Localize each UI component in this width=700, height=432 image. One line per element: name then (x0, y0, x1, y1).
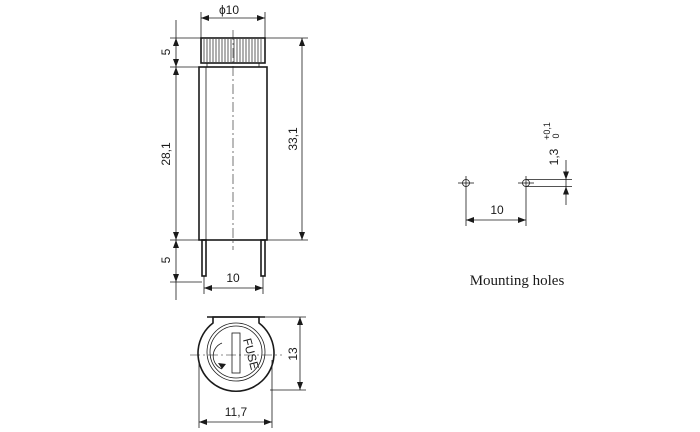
front-extension-bottom (198, 360, 273, 428)
extension-lines-left (170, 37, 202, 283)
front-outline (197, 316, 275, 392)
total-height-label: 33,1 (286, 127, 300, 151)
hole-diameter-arrows (563, 171, 569, 195)
pin-length-label: 5 (159, 256, 173, 263)
side-view: 5 28,1 5 33,1 ϕ10 (159, 3, 308, 300)
pin-right (260, 239, 266, 277)
front-width-label: 11,7 (225, 405, 248, 419)
rotation-arrow-icon (212, 342, 223, 370)
pin-left (201, 239, 207, 277)
dim-arrows-left (173, 38, 179, 282)
front-dim-arrows-bottom (199, 419, 272, 425)
fuse-marking: FUSE (240, 337, 262, 372)
pin-spacing-label: 10 (226, 271, 240, 285)
hole-tol-upper: +0,1 (542, 122, 552, 140)
dim-arrows-top (201, 15, 265, 21)
dim-arrows-right (299, 38, 305, 240)
extension-lines-top (200, 12, 266, 38)
screwdriver-slot (231, 332, 241, 374)
knurl-pattern (203, 39, 262, 62)
hole-spacing-arrows (466, 217, 526, 223)
extension-lines-bottom (203, 276, 264, 294)
hole-diameter-label: 1,3 (547, 148, 561, 165)
body-height-label: 28,1 (159, 142, 173, 166)
mounting-holes-view: 10 1,3 +0,1 0 Mounting holes (458, 122, 572, 289)
mounting-holes-caption: Mounting holes (470, 273, 565, 289)
cap-height-label: 5 (159, 48, 173, 55)
extension-lines-right (265, 37, 308, 241)
hole-tol-lower: 0 (551, 133, 561, 138)
cap-diameter-label: ϕ10 (219, 3, 239, 17)
front-view: FUSE 13 11,7 (190, 316, 306, 428)
front-dim-arrows-right (297, 317, 303, 390)
dim-arrows-bottom (204, 285, 263, 291)
front-inner-circle (206, 322, 266, 382)
front-height-label: 13 (286, 347, 300, 361)
front-inner-circle-2 (209, 325, 263, 379)
hole-spacing-label: 10 (490, 203, 504, 217)
